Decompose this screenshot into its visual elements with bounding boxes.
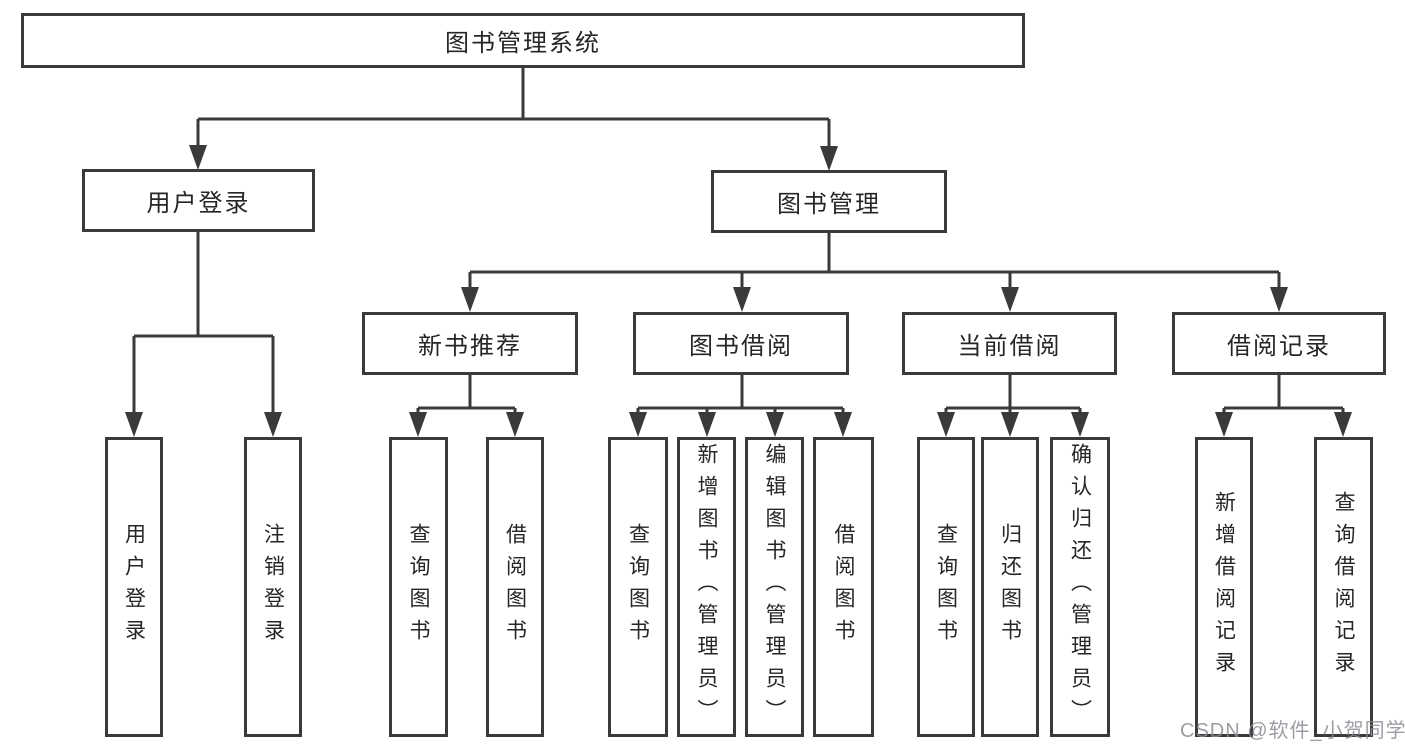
leaf-br-query-record-label: 查询借阅记录 [1332, 491, 1355, 683]
leaf-bb-query-book-label: 查询图书 [626, 523, 650, 651]
connector-current-borrow-to-children [937, 375, 1089, 437]
csdn-watermark: CSDN @软件_小贺同学 [1180, 720, 1405, 742]
node-book-borrow: 图书借阅 [633, 312, 849, 375]
connector-book-mgmt-to-level3 [461, 233, 1288, 312]
leaf-bb-edit-book-label: 编辑图书（管理员） [763, 443, 786, 731]
connector-new-book-rec-to-children [409, 375, 524, 437]
leaf-br-add-record: 新增借阅记录 [1195, 437, 1253, 737]
node-new-book-recommend: 新书推荐 [362, 312, 578, 375]
connector-borrow-records-to-children [1215, 375, 1352, 437]
node-book-management-label: 图书管理 [777, 191, 881, 218]
leaf-bb-add-book: 新增图书（管理员） [677, 437, 736, 737]
leaf-bb-borrow-book: 借阅图书 [813, 437, 874, 737]
leaf-nb-borrow-book-label: 借阅图书 [503, 523, 527, 651]
node-book-management: 图书管理 [711, 170, 947, 233]
leaf-cb-confirm-return: 确认归还（管理员） [1050, 437, 1110, 737]
leaf-bb-query-book: 查询图书 [608, 437, 668, 737]
node-library-system-label: 图书管理系统 [445, 30, 601, 57]
node-current-borrow-label: 当前借阅 [957, 333, 1062, 360]
node-library-system: 图书管理系统 [21, 13, 1025, 68]
leaf-nb-borrow-book: 借阅图书 [486, 437, 544, 737]
leaf-bb-add-book-label: 新增图书（管理员） [695, 443, 718, 731]
leaf-nb-query-book-label: 查询图书 [407, 523, 430, 651]
node-new-book-recommend-label: 新书推荐 [418, 333, 522, 360]
node-book-borrow-label: 图书借阅 [689, 333, 793, 360]
connector-root-to-level2 [189, 68, 838, 171]
node-borrow-records-label: 借阅记录 [1227, 333, 1331, 360]
leaf-cb-confirm-return-label: 确认归还（管理员） [1068, 443, 1092, 731]
leaf-cb-return-book: 归还图书 [981, 437, 1039, 737]
leaf-cb-query-book: 查询图书 [917, 437, 975, 737]
connector-book-borrow-to-children [629, 375, 852, 437]
node-borrow-records: 借阅记录 [1172, 312, 1386, 375]
leaf-nb-query-book: 查询图书 [389, 437, 448, 737]
leaf-cb-query-book-label: 查询图书 [934, 523, 958, 651]
leaf-bb-edit-book: 编辑图书（管理员） [745, 437, 804, 737]
leaf-cb-return-book-label: 归还图书 [998, 523, 1022, 651]
node-current-borrow: 当前借阅 [902, 312, 1117, 375]
leaf-br-add-record-label: 新增借阅记录 [1212, 491, 1236, 683]
node-user-login: 用户登录 [82, 169, 315, 232]
node-user-login-label: 用户登录 [146, 190, 251, 217]
leaf-user-login: 用户登录 [105, 437, 163, 737]
leaf-bb-borrow-book-label: 借阅图书 [832, 523, 855, 651]
leaf-logout: 注销登录 [244, 437, 302, 737]
leaf-user-login-label: 用户登录 [122, 523, 146, 651]
leaf-br-query-record: 查询借阅记录 [1314, 437, 1373, 737]
connector-user-login-to-children [125, 232, 282, 437]
leaf-logout-label: 注销登录 [261, 523, 285, 651]
